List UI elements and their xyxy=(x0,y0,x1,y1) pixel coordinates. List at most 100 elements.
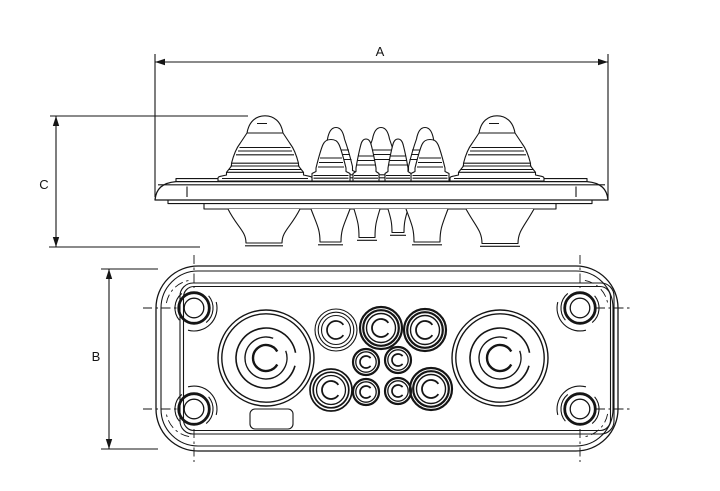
ring-2 xyxy=(406,311,444,349)
membrane-c xyxy=(359,355,372,369)
grommet-inner-arc xyxy=(478,336,522,380)
centerline-corner-arc xyxy=(584,279,609,304)
sealing-cones-small-front xyxy=(311,138,450,182)
screw-ring-arc-left xyxy=(174,393,183,422)
ring-2 xyxy=(355,381,377,403)
dim-a-arrow-right xyxy=(598,58,608,66)
membrane-grommet-medium-bottom-left xyxy=(309,368,353,412)
sealing-cones-large xyxy=(217,115,545,182)
grommet-mid-ring xyxy=(235,327,297,389)
screw-ring-arc-left xyxy=(560,292,569,321)
cone-front-medium-left xyxy=(311,138,351,182)
screw-boss-arc xyxy=(187,385,218,416)
funnel-medium-left xyxy=(310,208,351,243)
grommet-membrane-c xyxy=(485,343,513,373)
grommet-outer-ring xyxy=(217,309,315,407)
dim-a-arrow-left xyxy=(155,58,165,66)
centerline-corner-arc xyxy=(584,413,609,438)
ring-1 xyxy=(402,307,448,353)
ring-3 xyxy=(409,314,441,346)
grommet-outer-ring-2 xyxy=(221,313,311,403)
dim-label-b: B xyxy=(92,349,101,364)
mounting-plate-profile xyxy=(154,178,609,210)
membrane-c xyxy=(321,380,340,400)
grommet-outer-ring-2 xyxy=(455,313,545,403)
membrane-grommet-small-bottom-left xyxy=(351,377,381,407)
side-elevation-view: A C xyxy=(39,44,609,248)
screw-boss-arc xyxy=(556,301,587,332)
membrane-grommet-large-left xyxy=(217,309,315,407)
screw-ring xyxy=(563,291,597,325)
cone-large-right xyxy=(449,115,545,182)
funnel-large-left xyxy=(227,208,301,244)
ring-1 xyxy=(314,308,358,352)
ring-2 xyxy=(387,380,409,402)
plate-outer-edge xyxy=(155,265,619,452)
screw-ring-arc-right xyxy=(591,295,600,324)
plan-view: B xyxy=(92,255,631,462)
ring-3 xyxy=(365,312,397,344)
screw-boss-arc xyxy=(187,301,218,332)
raised-panel-outer xyxy=(179,282,615,435)
cone-small-2 xyxy=(384,138,412,182)
funnel-small-left xyxy=(353,208,381,239)
membrane-grommet-medium-bottom-right xyxy=(408,366,454,412)
membrane-c xyxy=(359,385,372,399)
corner-screw-top-left xyxy=(143,255,218,332)
ring-1 xyxy=(351,347,381,377)
corner-screw-bottom-left xyxy=(143,385,218,462)
funnel-large-right xyxy=(465,208,535,245)
ring-2 xyxy=(362,309,400,347)
ring-1 xyxy=(351,377,381,407)
cone-front-medium-right xyxy=(410,138,450,182)
screw-ring-arc-right xyxy=(205,396,214,425)
ring-1 xyxy=(383,345,413,375)
grommet-inner-arc xyxy=(244,336,288,380)
membrane-c xyxy=(326,320,345,340)
dim-b-arrow-up xyxy=(105,269,113,279)
dim-b-arrow-down xyxy=(105,439,113,449)
grommet-membrane-c xyxy=(251,343,279,373)
membrane-grommet-medium-top-left xyxy=(314,308,358,352)
screw-ring-arc-right xyxy=(205,295,214,324)
membrane-grommet-small-bottom-right xyxy=(383,376,413,406)
membrane-c xyxy=(391,384,404,398)
ring-2 xyxy=(412,370,450,408)
dimension-a: A xyxy=(154,44,609,200)
cone-small-1 xyxy=(352,138,380,182)
screw-ring-arc-left xyxy=(560,393,569,422)
funnel-medium-right xyxy=(405,208,449,243)
grommet-mid-ring xyxy=(469,327,531,389)
membrane-c xyxy=(415,320,434,340)
screw-hole xyxy=(569,398,591,420)
raised-panel-inner xyxy=(182,285,612,432)
screw-hole xyxy=(183,398,205,420)
screw-ring xyxy=(177,291,211,325)
dim-c-arrow-up xyxy=(52,116,60,126)
ring-1 xyxy=(383,376,413,406)
centerline-corner-arc xyxy=(165,413,190,438)
dim-c-arrow-down xyxy=(52,237,60,247)
membrane-c xyxy=(421,379,440,399)
screw-ring-arc-left xyxy=(174,292,183,321)
dim-label-c: C xyxy=(39,177,48,192)
membrane-c xyxy=(371,318,390,338)
screw-ring-arc-right xyxy=(591,396,600,425)
under-frame-step xyxy=(167,200,593,205)
plate-outline xyxy=(155,265,619,452)
grommet-outer-ring xyxy=(451,309,549,407)
membrane-grommet-medium-top-right xyxy=(402,307,448,353)
ring-3 xyxy=(415,373,447,405)
under-plate-funnels xyxy=(227,208,535,247)
screw-hole xyxy=(569,297,591,319)
membrane-c xyxy=(391,353,404,367)
label-slot xyxy=(249,408,294,430)
dimension-c: C xyxy=(39,115,248,248)
ring-2 xyxy=(312,371,350,409)
ring-2 xyxy=(317,311,355,349)
ring-3 xyxy=(315,374,347,406)
membrane-grommet-large-right xyxy=(451,309,549,407)
screw-hole xyxy=(183,297,205,319)
ring-1 xyxy=(309,368,353,412)
